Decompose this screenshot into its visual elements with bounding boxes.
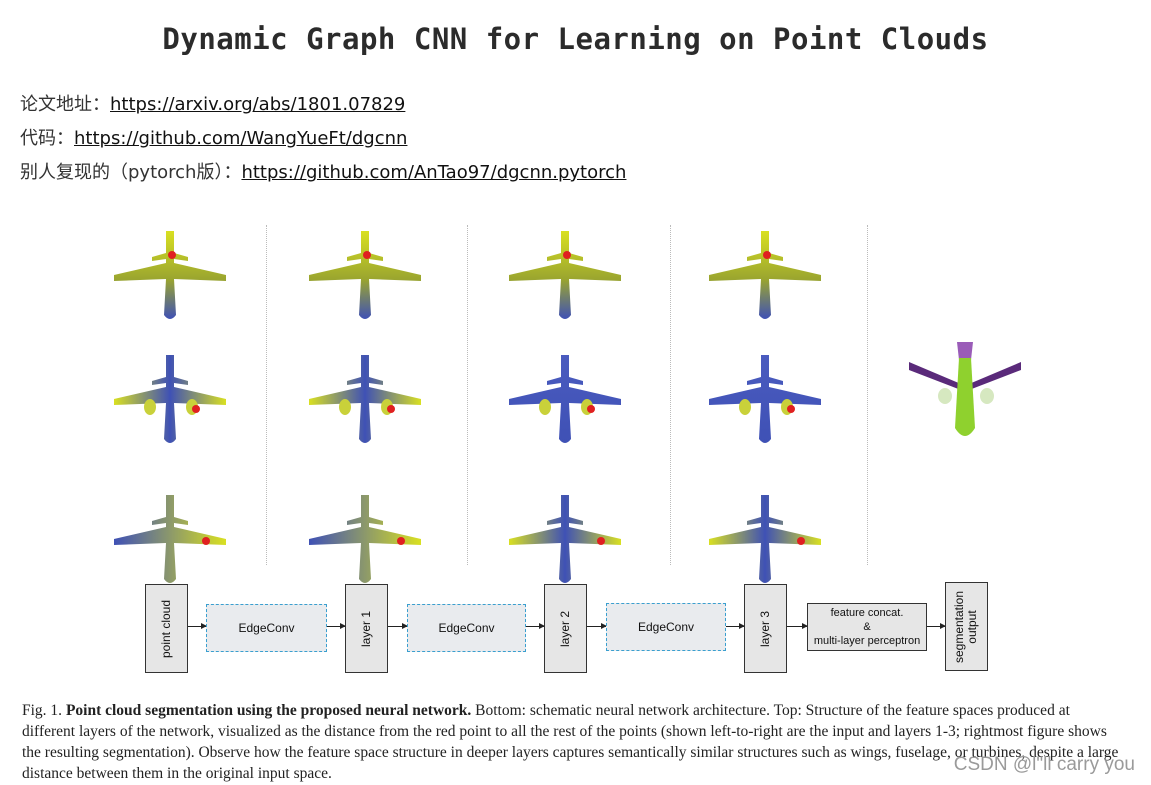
figure-caption: Fig. 1. Point cloud segmentation using t…	[22, 700, 1122, 784]
caption-fig-number: Fig. 1.	[22, 702, 63, 719]
concat-label-2: &	[863, 621, 871, 633]
airplane-segmentation-output	[909, 342, 1021, 436]
edgeconv-block-1: EdgeConv	[206, 604, 327, 652]
edgeconv-block-3: EdgeConv	[606, 603, 726, 651]
arrow	[787, 623, 808, 629]
airplane-pointcloud-layer2-r2	[509, 355, 621, 443]
arrow	[388, 623, 408, 629]
paper-link-label: 论文地址：	[20, 94, 110, 115]
arrow	[188, 623, 207, 629]
airplane-pointcloud-layer2-r1	[509, 231, 621, 319]
layer-2-block: layer 2	[544, 584, 587, 673]
arrow	[587, 623, 607, 629]
pytorch-link-row: 别人复现的（pytorch版）：https://github.com/AnTao…	[20, 158, 626, 184]
code-link-label: 代码：	[20, 128, 74, 149]
arrow	[327, 623, 346, 629]
code-link-row: 代码：https://github.com/WangYueFt/dgcnn	[20, 124, 407, 150]
airplane-pointcloud-input-r1	[114, 231, 226, 319]
paper-link[interactable]: https://arxiv.org/abs/1801.07829	[110, 94, 406, 115]
csdn-watermark: CSDN @l"ll carry you	[953, 754, 1135, 775]
code-link[interactable]: https://github.com/WangYueFt/dgcnn	[74, 128, 408, 149]
airplane-pointcloud-layer2-r3	[509, 495, 621, 583]
concat-label-3: multi-layer perceptron	[813, 635, 921, 647]
column-divider	[670, 225, 671, 565]
point-cloud-block: point cloud	[145, 584, 188, 673]
paper-link-row: 论文地址：https://arxiv.org/abs/1801.07829	[20, 90, 405, 116]
layer-3-block: layer 3	[744, 584, 787, 673]
column-divider	[266, 225, 267, 565]
caption-text: Bottom: schematic neural network archite…	[22, 702, 1119, 782]
airplane-pointcloud-layer1-r3	[309, 495, 421, 583]
layer-1-block: layer 1	[345, 584, 388, 673]
airplane-pointcloud-input-r3	[114, 495, 226, 583]
airplane-pointcloud-layer3-r3	[709, 495, 821, 583]
arrow	[526, 623, 545, 629]
caption-bold: Point cloud segmentation using the propo…	[65, 702, 472, 719]
airplane-pointcloud-input-r2	[114, 355, 226, 443]
arrow	[927, 623, 946, 629]
arrow	[726, 623, 745, 629]
pytorch-link-label: 别人复现的（pytorch版）：	[20, 162, 242, 183]
airplane-pointcloud-layer1-r1	[309, 231, 421, 319]
column-divider	[467, 225, 468, 565]
pytorch-link[interactable]: https://github.com/AnTao97/dgcnn.pytorch	[241, 162, 627, 183]
column-divider	[867, 225, 868, 565]
feature-concat-mlp-block: feature concat. & multi-layer perceptron	[807, 603, 927, 651]
airplane-pointcloud-layer1-r2	[309, 355, 421, 443]
airplane-pointcloud-layer3-r1	[709, 231, 821, 319]
segmentation-output-block: segmentation output	[945, 582, 988, 671]
airplane-pointcloud-layer3-r2	[709, 355, 821, 443]
page-title: Dynamic Graph CNN for Learning on Point …	[162, 22, 989, 56]
edgeconv-block-2: EdgeConv	[407, 604, 526, 652]
dgcnn-figure: point cloud EdgeConv layer 1 EdgeConv la…	[0, 215, 1151, 685]
concat-label-1: feature concat.	[830, 607, 904, 619]
